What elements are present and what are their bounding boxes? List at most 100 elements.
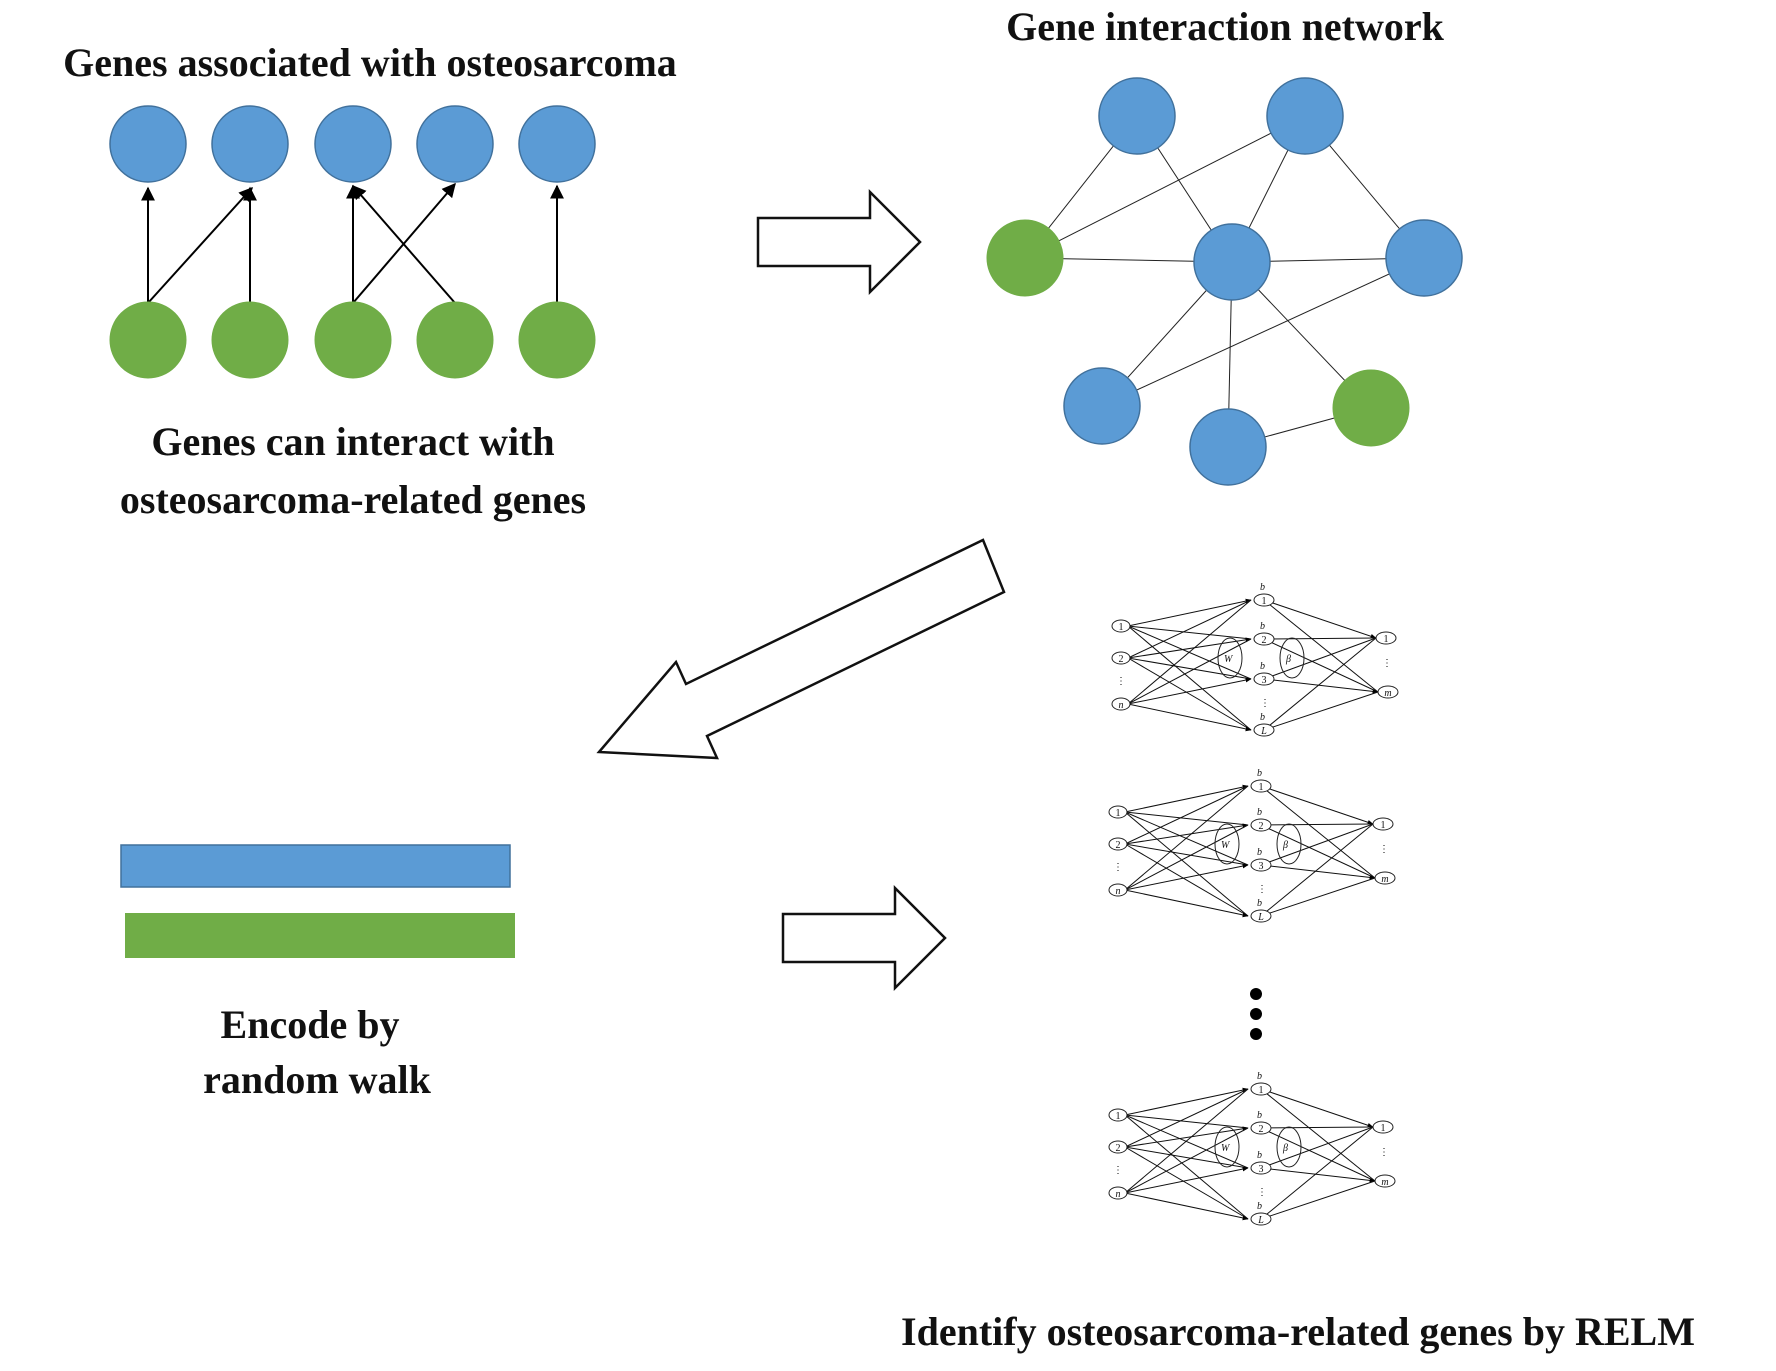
panel-genes-caption-line1: Genes can interact with xyxy=(151,419,554,464)
nn-bias-label: b xyxy=(1257,1201,1262,1212)
osteosarcoma-gene-node xyxy=(518,105,596,183)
candidate-gene-node xyxy=(109,301,187,379)
nn-hidden-node xyxy=(1253,632,1275,646)
nn-beta-label: β xyxy=(1285,654,1291,665)
nn-ellipsis: ⋮ xyxy=(1260,698,1270,709)
ellipsis-dot xyxy=(1250,1028,1262,1040)
nn-hidden-label: 2 xyxy=(1259,1124,1264,1135)
nn-input-node xyxy=(1108,1140,1128,1154)
network-gene-node xyxy=(1266,77,1344,155)
nn-hidden-node xyxy=(1250,1161,1272,1175)
osteosarcoma-gene-node xyxy=(416,105,494,183)
nn-ellipsis: ⋮ xyxy=(1113,862,1123,873)
nn-hidden-label: 2 xyxy=(1259,821,1264,832)
nn-hidden-node xyxy=(1253,672,1275,686)
panel-relm-caption: Identify osteosarcoma-related genes by R… xyxy=(901,1309,1695,1354)
nn-weight-label: W xyxy=(1224,654,1234,665)
nn-input-label: 1 xyxy=(1116,1111,1121,1122)
nn-input-node xyxy=(1108,805,1128,819)
nn-beta-label: β xyxy=(1282,1143,1288,1154)
network-gene-node xyxy=(1385,219,1463,297)
nn-output-label: 1 xyxy=(1381,1123,1386,1134)
nn-output-node xyxy=(1374,871,1396,885)
network-gene-node xyxy=(1098,77,1176,155)
panel-genes-title: Genes associated with osteosarcoma xyxy=(63,40,677,85)
osteosarcoma-gene-node xyxy=(109,105,187,183)
network-gene-node xyxy=(1193,223,1271,301)
nn-input-node xyxy=(1108,837,1128,851)
nn-output-node xyxy=(1375,631,1397,645)
association-edges xyxy=(141,182,564,304)
ellipsis-dot xyxy=(1250,988,1262,1000)
green-feature-vector-bar xyxy=(125,913,515,958)
ensemble-ellipsis xyxy=(1250,988,1262,1040)
nn-output-label: 1 xyxy=(1381,820,1386,831)
nn-output-node xyxy=(1372,817,1394,831)
network-gene-node xyxy=(1063,367,1141,445)
nn-bias-label: b xyxy=(1260,582,1265,593)
candidate-gene-node xyxy=(416,301,494,379)
nn-hidden-label: L xyxy=(1257,912,1264,923)
nn-input-label: 2 xyxy=(1116,1143,1121,1154)
osteosarcoma-gene-node xyxy=(314,105,392,183)
panel-encoding: Encode by random walk xyxy=(120,844,515,1102)
ellipsis-dot xyxy=(1250,1008,1262,1020)
nn-bias-label: b xyxy=(1257,898,1262,909)
network-gene-node xyxy=(1189,408,1267,486)
nn-input-node xyxy=(1108,1186,1128,1200)
panel-relm: 1 2 ⋮ n b 1 b 2 b 3 ⋮ b L W β xyxy=(901,582,1695,1354)
candidate-gene-node xyxy=(314,301,392,379)
network-nodes xyxy=(986,77,1463,486)
relm-network-2: 1 2 ⋮ n b 1 b 2 b 3 ⋮ b L W β xyxy=(1108,768,1396,923)
nn-input-label: n xyxy=(1116,1189,1121,1200)
flow-arrow-diagonal xyxy=(596,538,1006,760)
network-edge xyxy=(1024,115,1306,259)
candidate-gene-node xyxy=(211,301,289,379)
relm-network-1: 1 2 ⋮ n b 1 b 2 b 3 ⋮ b L W β xyxy=(1111,582,1399,737)
nn-hidden-label: 1 xyxy=(1259,782,1264,793)
osteosarcoma-gene-row xyxy=(109,105,596,183)
nn-ellipsis: ⋮ xyxy=(1257,1187,1267,1198)
panel-gene-association: Genes associated with osteosarcoma Genes… xyxy=(63,40,677,522)
nn-hidden-node xyxy=(1250,818,1272,832)
blue-feature-vector-bar xyxy=(120,844,511,888)
nn-output-node xyxy=(1372,1120,1394,1134)
nn-hidden-label: L xyxy=(1260,726,1267,737)
network-edge xyxy=(1101,257,1425,407)
nn-ellipsis: ⋮ xyxy=(1116,676,1126,687)
osteosarcoma-gene-node xyxy=(211,105,289,183)
nn-output-label: 1 xyxy=(1384,634,1389,645)
nn-hidden-node xyxy=(1253,593,1275,607)
nn-input-node xyxy=(1111,651,1131,665)
nn-bias-label: b xyxy=(1257,807,1262,818)
nn-ellipsis: ⋮ xyxy=(1382,658,1392,669)
nn-output-node xyxy=(1374,1174,1396,1188)
nn-hidden-label: 3 xyxy=(1259,861,1264,872)
relm-network-3: 1 2 ⋮ n b 1 b 2 b 3 ⋮ b L W β xyxy=(1108,1071,1396,1226)
network-candidate-node xyxy=(1332,369,1410,447)
nn-input-label: 1 xyxy=(1116,808,1121,819)
nn-hidden-node xyxy=(1253,723,1275,737)
nn-bias-label: b xyxy=(1260,661,1265,672)
nn-hidden-label: 1 xyxy=(1262,596,1267,607)
panel-genes-caption-line2: osteosarcoma-related genes xyxy=(120,477,586,522)
candidate-gene-node xyxy=(518,301,596,379)
nn-input-node xyxy=(1111,697,1131,711)
nn-weight-label: W xyxy=(1221,840,1231,851)
association-edge xyxy=(147,186,253,304)
nn-hidden-node xyxy=(1250,909,1272,923)
nn-ellipsis: ⋮ xyxy=(1257,884,1267,895)
nn-ellipsis: ⋮ xyxy=(1379,1147,1389,1158)
nn-hidden-label: 3 xyxy=(1262,675,1267,686)
nn-input-label: n xyxy=(1119,700,1124,711)
panel-gene-network: Gene interaction network xyxy=(986,4,1463,486)
nn-input-node xyxy=(1108,1108,1128,1122)
nn-bias-label: b xyxy=(1257,1071,1262,1082)
nn-input-label: 1 xyxy=(1119,622,1124,633)
nn-beta-label: β xyxy=(1282,840,1288,851)
nn-hidden-node xyxy=(1250,1082,1272,1096)
nn-hidden-node xyxy=(1250,858,1272,872)
nn-bias-label: b xyxy=(1260,712,1265,723)
nn-input-label: 2 xyxy=(1119,654,1124,665)
